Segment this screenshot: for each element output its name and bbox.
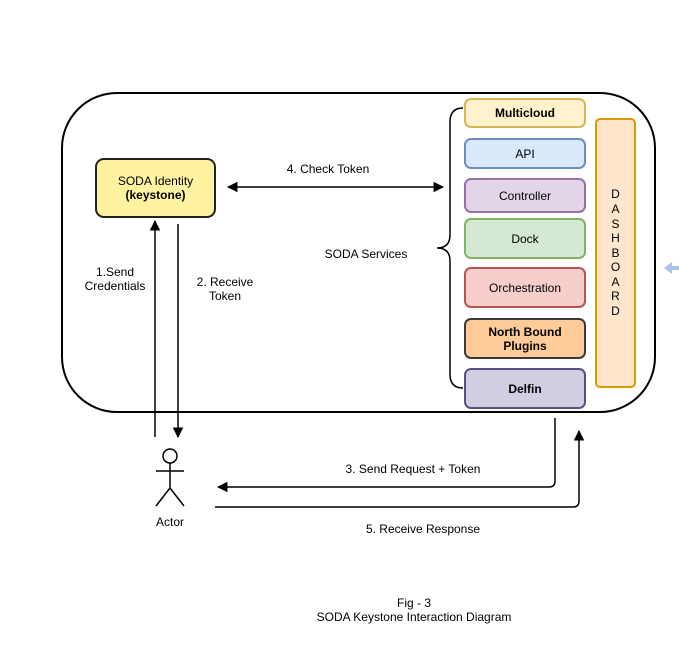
service-multicloud-label: Multicloud (495, 106, 555, 120)
receive-token-label: 2. Receive Token (188, 275, 262, 303)
dashboard-letter: A (611, 201, 620, 216)
service-north-bound-plugins: North Bound Plugins (464, 318, 586, 359)
send-credentials-label: 1.Send Credentials (78, 265, 152, 293)
arrow-left-icon (664, 262, 679, 274)
dashboard-letter: O (610, 260, 621, 275)
service-delfin-label: Delfin (508, 381, 542, 396)
actor-icon (155, 448, 185, 507)
receive-token-line1: 2. Receive (196, 275, 254, 289)
dashboard-letter: R (611, 289, 620, 304)
send-request-label: 3. Send Request + Token (345, 462, 481, 476)
service-dock: Dock (464, 218, 586, 259)
dashboard-letter: D (611, 304, 620, 319)
service-northbound-line1: North Bound (488, 324, 562, 339)
figure-number: Fig - 3 (396, 596, 431, 610)
dashboard-letter: H (611, 231, 620, 246)
soda-identity-box: SODA Identity (keystone) (95, 158, 216, 218)
service-controller: Controller (464, 178, 586, 213)
service-dock-label: Dock (511, 231, 539, 246)
service-controller-label: Controller (498, 188, 552, 203)
receive-response-label: 5. Receive Response (365, 522, 481, 536)
service-northbound-line2: Plugins (503, 338, 547, 353)
dashboard-letter: S (611, 216, 620, 231)
service-api-label: API (515, 146, 535, 161)
identity-title: SODA Identity (117, 174, 194, 188)
send-credentials-line1: 1.Send (95, 265, 135, 279)
services-brace (436, 107, 464, 389)
service-multicloud: Multicloud (464, 98, 586, 128)
identity-subtitle: (keystone) (125, 188, 186, 202)
dashboard-letter: D (611, 187, 620, 202)
figure-title: SODA Keystone Interaction Diagram (316, 610, 512, 624)
figure-caption: Fig - 3 SODA Keystone Interaction Diagra… (284, 596, 544, 624)
services-label: SODA Services (324, 247, 408, 261)
service-delfin: Delfin (464, 368, 586, 409)
check-token-label: 4. Check Token (286, 162, 370, 176)
actor-label: Actor (155, 515, 184, 529)
service-orchestration-label: Orchestration (488, 280, 562, 295)
dashboard-letter: A (611, 274, 620, 289)
service-orchestration: Orchestration (464, 267, 586, 308)
service-api: API (464, 138, 586, 169)
receive-token-line2: Token (208, 289, 242, 303)
receive-response-arrow (215, 429, 585, 508)
send-request-arrow (216, 418, 556, 493)
dashboard-letter: B (611, 245, 620, 260)
send-credentials-line2: Credentials (84, 279, 146, 293)
